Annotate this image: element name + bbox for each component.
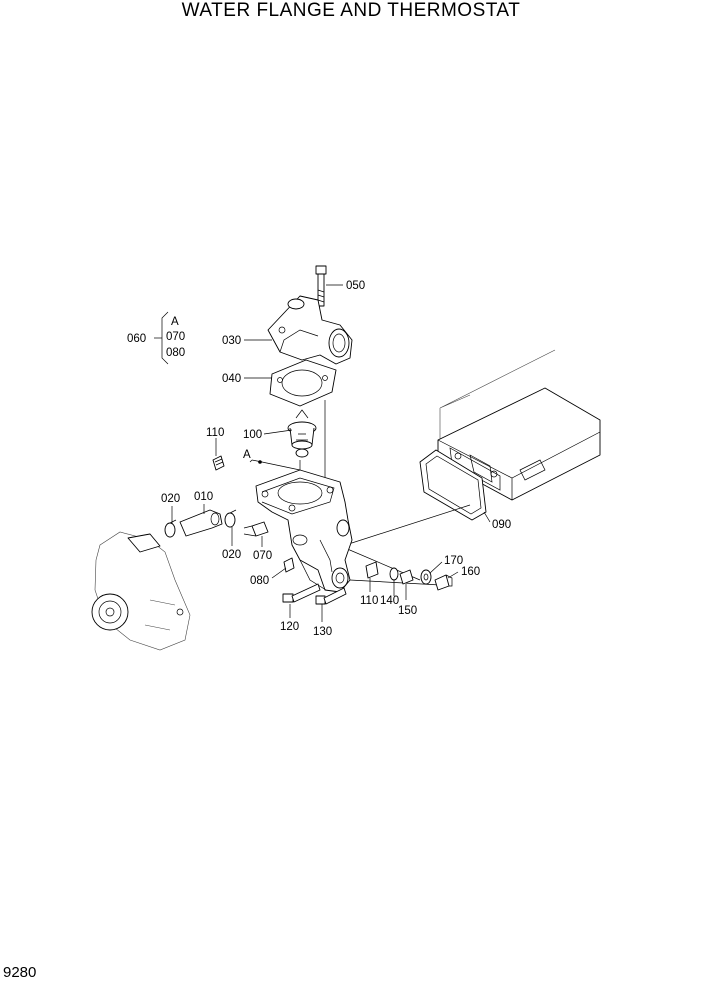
washer-170 <box>420 569 432 585</box>
gasket-040 <box>269 359 337 407</box>
callout-020-bottom: 020 <box>222 549 241 561</box>
callout-030: 030 <box>222 335 241 347</box>
washer-140 <box>389 567 399 581</box>
bolt-130 <box>315 587 347 605</box>
callout-labels: 050 030 040 060 A 070 080 110 100 A 020 … <box>127 280 511 638</box>
callout-140: 140 <box>380 595 399 607</box>
callout-130: 130 <box>313 626 332 638</box>
leader-lines <box>171 284 459 622</box>
callout-110-top: 110 <box>206 427 224 439</box>
hose-010 <box>179 509 223 537</box>
callout-080-box: 080 <box>166 347 185 359</box>
callout-160: 160 <box>461 566 480 578</box>
plug-150 <box>399 569 414 585</box>
callout-020-top: 020 <box>161 493 180 505</box>
bolt-050 <box>315 265 327 307</box>
clamp-020-right <box>224 509 237 528</box>
callout-060: 060 <box>127 333 146 345</box>
plug-110-top <box>212 455 225 471</box>
engine-block-outline <box>437 349 601 501</box>
reference-a-body: A <box>243 449 251 461</box>
plug-080 <box>283 557 295 573</box>
callout-070-box: 070 <box>166 331 185 343</box>
reference-point-a <box>258 460 262 464</box>
callout-100: 100 <box>243 429 262 441</box>
fitting-070 <box>243 521 269 537</box>
reference-a-box: A <box>171 316 179 328</box>
reference-bracket <box>154 311 169 365</box>
callout-150: 150 <box>398 605 417 617</box>
callout-010: 010 <box>194 491 213 503</box>
bolt-120 <box>282 583 321 603</box>
callout-120: 120 <box>280 621 299 633</box>
callout-170: 170 <box>444 555 463 567</box>
thermostat-cover-030 <box>267 295 353 365</box>
callout-090: 090 <box>492 519 511 531</box>
page-title: WATER FLANGE AND THERMOSTAT <box>181 0 521 21</box>
callout-050: 050 <box>346 280 365 292</box>
callout-110-bottom: 110 <box>360 595 378 607</box>
clamp-020-left <box>164 519 177 538</box>
plug-160 <box>434 574 453 591</box>
water-pump-outline <box>91 531 191 651</box>
gasket-090 <box>419 449 491 523</box>
water-flange-housing <box>255 469 353 593</box>
assembly-line <box>329 504 471 551</box>
plug-110-bottom <box>365 561 379 579</box>
callout-040: 040 <box>222 373 241 385</box>
callout-080: 080 <box>250 575 269 587</box>
callout-070: 070 <box>253 550 272 562</box>
thermostat-100 <box>287 409 317 458</box>
page-number: 9280 <box>3 964 37 981</box>
